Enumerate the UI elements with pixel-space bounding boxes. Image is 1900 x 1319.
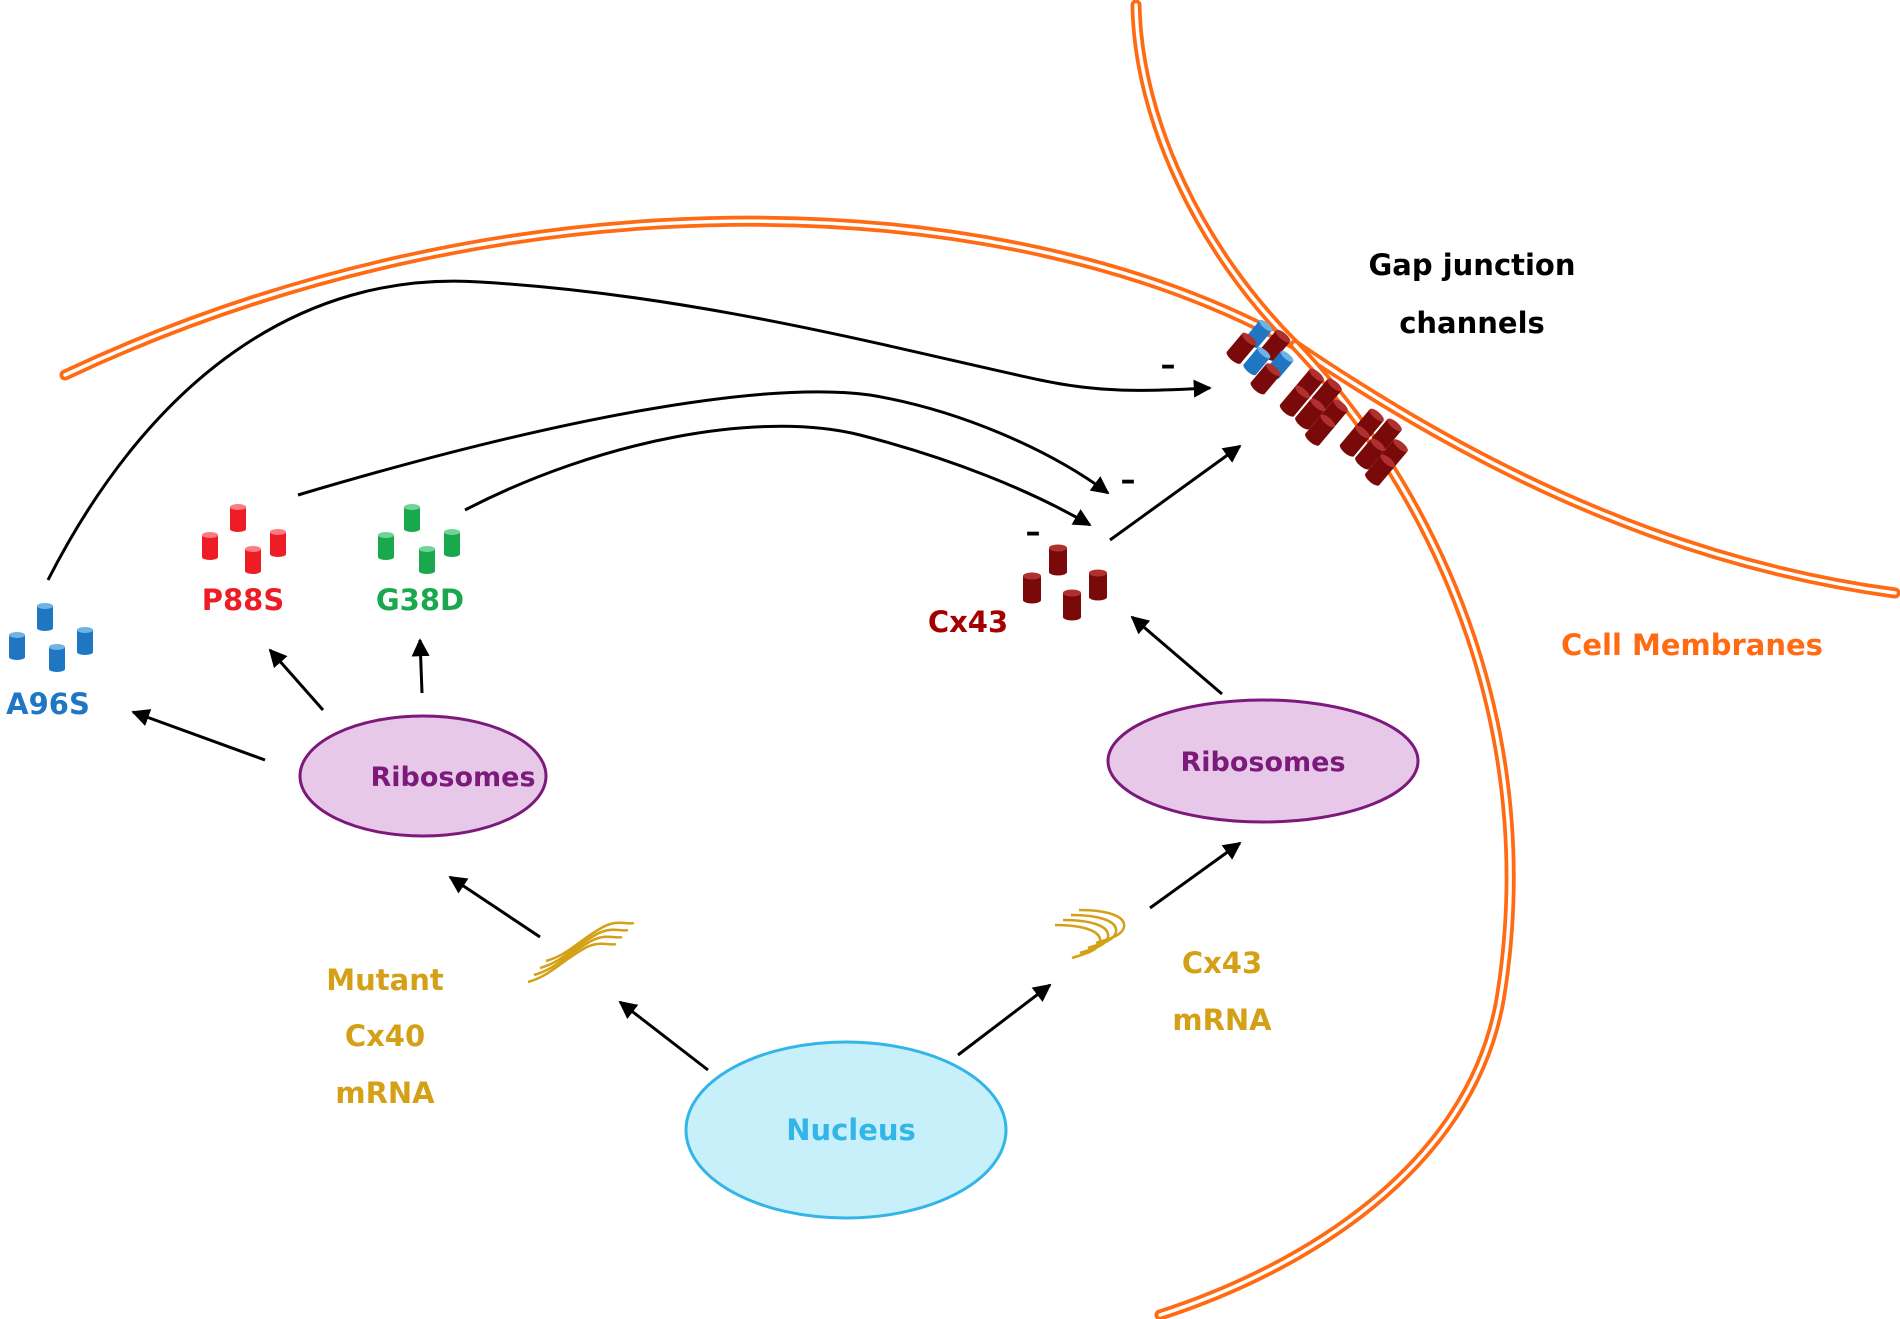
g38d-protein-cluster	[378, 504, 460, 574]
arrow-cx43-to-junction	[1109, 444, 1242, 542]
ribosomes-right-label: Ribosomes	[1180, 747, 1345, 778]
arrow-cx43-mrna-to-ribosomes	[1149, 841, 1242, 910]
gap-junction-mixed	[1224, 318, 1296, 397]
arrow-p88s-to-junction	[297, 390, 1110, 497]
cx43-mrna-icon	[1054, 908, 1126, 960]
inhibition-sign-p88s: –	[1121, 463, 1136, 498]
nucleus-ellipse	[684, 1040, 1008, 1220]
inhibition-sign-g38d: –	[1026, 515, 1041, 550]
arrow-mutant-mrna-to-ribosomes	[448, 875, 541, 939]
membrane-upper-left	[59, 215, 1301, 381]
transport-arrows	[46, 279, 1242, 581]
arrow-ribosomes-to-a96s	[131, 709, 266, 762]
mutant-mrna-label-line1: Mutant	[326, 963, 444, 997]
cell-membranes-label: Cell Membranes	[1561, 628, 1823, 662]
inhibition-sign-a96s: –	[1161, 348, 1176, 383]
gap-junction-label-line1: Gap junction	[1368, 248, 1575, 282]
ribosomes-left-ellipse	[298, 714, 548, 838]
arrow-nucleus-to-mutant-mrna	[618, 1000, 709, 1072]
process-arrows	[131, 615, 1242, 1072]
p88s-label: P88S	[202, 583, 285, 617]
p88s-protein-cluster	[202, 504, 286, 574]
membrane-bottom	[1154, 339, 1516, 1319]
a96s-protein-cluster	[9, 603, 93, 672]
arrow-ribosomes-to-g38d	[411, 638, 430, 694]
g38d-label: G38D	[376, 583, 464, 617]
membrane-top	[1130, 0, 1301, 351]
mutant-mrna-label-line2: Cx40	[345, 1019, 425, 1053]
ribosomes-left-label: Ribosomes	[370, 762, 535, 793]
ribosomes-right-ellipse	[1106, 698, 1420, 824]
arrow-nucleus-to-cx43-mrna	[957, 983, 1052, 1057]
cx43-mrna-label-line2: mRNA	[1172, 1003, 1272, 1037]
cx43-mrna-label-line1: Cx43	[1182, 946, 1262, 980]
membrane-lower-right	[1289, 339, 1900, 599]
cell-membranes	[59, 0, 1900, 1319]
arrow-ribosomes-to-cx43	[1130, 615, 1223, 696]
a96s-label: A96S	[6, 687, 90, 721]
arrow-a96s-to-junction	[46, 279, 1212, 581]
cx43-protein-label: Cx43	[928, 605, 1008, 639]
nucleus-label: Nucleus	[786, 1113, 916, 1147]
mutant-cx40-mrna-icon	[527, 921, 635, 984]
cx43-protein-cluster	[1023, 544, 1107, 621]
arrow-ribosomes-to-p88s	[268, 648, 325, 711]
gap-junction-label-line2: channels	[1399, 306, 1545, 340]
arrow-g38d-to-junction	[464, 424, 1092, 527]
mutant-mrna-label-line3: mRNA	[335, 1076, 435, 1110]
